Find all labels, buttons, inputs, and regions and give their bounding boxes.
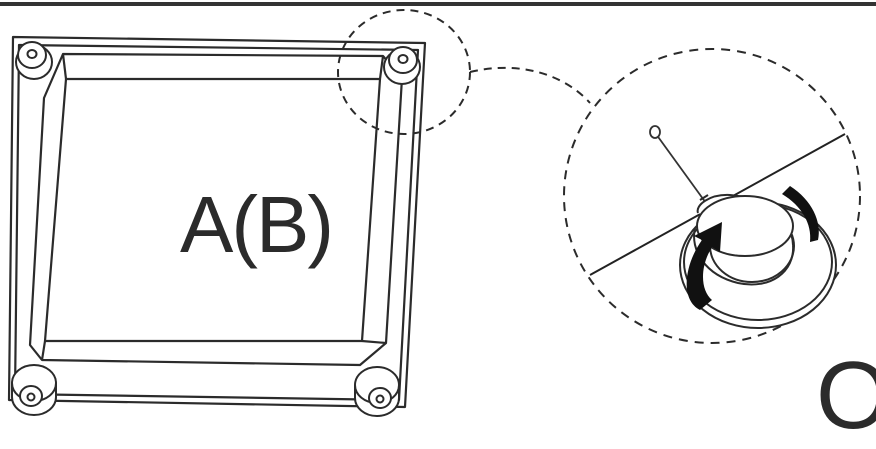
bevel-line xyxy=(361,339,387,345)
detail-pin xyxy=(649,125,707,204)
bevel-line xyxy=(61,53,68,80)
bevel-line xyxy=(40,340,47,361)
dashed-connector xyxy=(469,66,591,104)
rotation-arrow xyxy=(686,222,722,310)
foot-bottom-left xyxy=(11,364,57,416)
bevel-line xyxy=(378,55,385,80)
rotation-arrow-tail xyxy=(782,186,819,242)
foot-top-right xyxy=(383,46,421,85)
corner-mark: O xyxy=(816,342,876,449)
detail-circle-large xyxy=(563,48,861,344)
foot-top-left xyxy=(15,41,53,80)
frame-outer-edge xyxy=(7,35,427,409)
diagram-drawing xyxy=(0,2,876,417)
frame-label: A(B) xyxy=(180,180,334,269)
foot-bottom-right xyxy=(354,366,400,417)
